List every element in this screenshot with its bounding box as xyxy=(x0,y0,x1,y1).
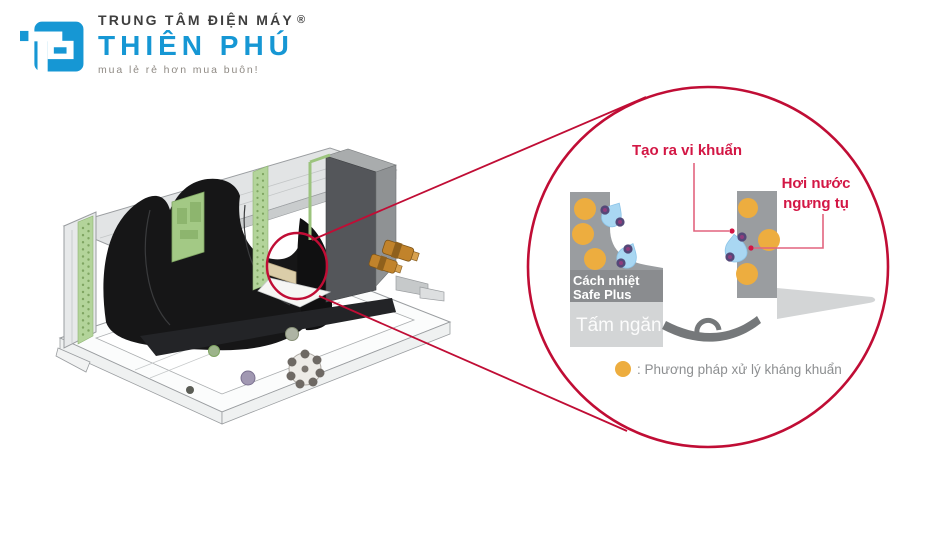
safe-plus-band xyxy=(570,270,663,302)
bacteria-growth-callout: Tạo ra vi khuẩn xyxy=(632,142,742,234)
logo-store-name: THIÊN PHÚ xyxy=(98,30,294,61)
antibacterial-dot xyxy=(738,198,758,218)
bacteria-models xyxy=(186,327,325,394)
antibacterial-dot xyxy=(736,263,758,285)
bacteria-sphere-purple xyxy=(240,370,256,386)
bacteria-sphere-green xyxy=(208,345,220,357)
highlight-ellipse xyxy=(265,231,329,301)
condensation-callout: Hơi nước ngưng tụ xyxy=(748,175,850,251)
leader-line xyxy=(754,214,824,249)
magnifier-ring xyxy=(526,85,890,449)
insulation-label-line2: Safe Plus xyxy=(573,287,632,302)
leader-dot xyxy=(729,228,735,234)
bacteria-dot xyxy=(725,232,747,262)
leader-line xyxy=(693,163,729,232)
condensation-label-line1: Hơi nước xyxy=(782,175,851,192)
green-filter-strip-left xyxy=(77,215,94,345)
insulation-wall-right xyxy=(724,191,876,319)
registered-mark: ® xyxy=(296,14,306,26)
unit-fan-assembly xyxy=(103,178,396,356)
zoom-link-line-top xyxy=(311,96,647,241)
condensation-label-line2: ngưng tụ xyxy=(783,195,849,212)
insulation-label-line1: Cách nhiệt xyxy=(573,273,640,288)
legend-orange-dot-icon xyxy=(615,361,631,377)
bacteria-sphere-gray xyxy=(285,327,299,341)
logo-tagline: mua lẻ rẻ hơn mua buôn! xyxy=(98,64,260,76)
bacteria-sphere-small xyxy=(186,386,194,394)
legend-text: : Phương pháp xử lý kháng khuẩn xyxy=(637,362,842,377)
copper-pipe-fittings xyxy=(368,239,420,274)
brand-logo: TRUNG TÂM ĐIỆN MÁY® THIÊN PHÚ mua lẻ rẻ … xyxy=(20,10,305,80)
bacteria-growth-label: Tạo ra vi khuẩn xyxy=(632,142,742,159)
insulation-wall-left: Cách nhiệt Safe Plus Tấm ngăn xyxy=(570,192,663,347)
logo-store-type: TRUNG TÂM ĐIỆN MÁY® xyxy=(98,12,306,28)
bacteria-sphere-large xyxy=(286,349,325,389)
bacteria-dot xyxy=(600,205,625,227)
antibacterial-dot xyxy=(572,223,594,245)
green-motor-bracket xyxy=(171,191,205,263)
zoom-link-line-bottom xyxy=(318,295,628,432)
thien-phu-logo-icon xyxy=(20,21,84,72)
partition-label: Tấm ngăn xyxy=(576,315,662,336)
legend: : Phương pháp xử lý kháng khuẩn xyxy=(615,361,842,377)
partition-block xyxy=(570,302,663,347)
air-conditioner-unit-drawing xyxy=(55,96,647,432)
bacteria-dot xyxy=(616,244,633,268)
green-edge-strip xyxy=(309,153,331,164)
drain-channel xyxy=(662,316,761,342)
zoom-highlight-link xyxy=(265,96,647,432)
antibacterial-dot xyxy=(584,248,606,270)
unit-left-end-cap xyxy=(63,211,97,349)
antibacterial-dot xyxy=(758,229,780,251)
unit-electrical-box xyxy=(308,148,445,303)
antibacterial-dot xyxy=(574,198,596,220)
leader-dot xyxy=(748,245,754,251)
drain-pan-edge xyxy=(777,288,876,319)
magnifier-circle: Cách nhiệt Safe Plus Tấm ngăn xyxy=(526,85,890,449)
